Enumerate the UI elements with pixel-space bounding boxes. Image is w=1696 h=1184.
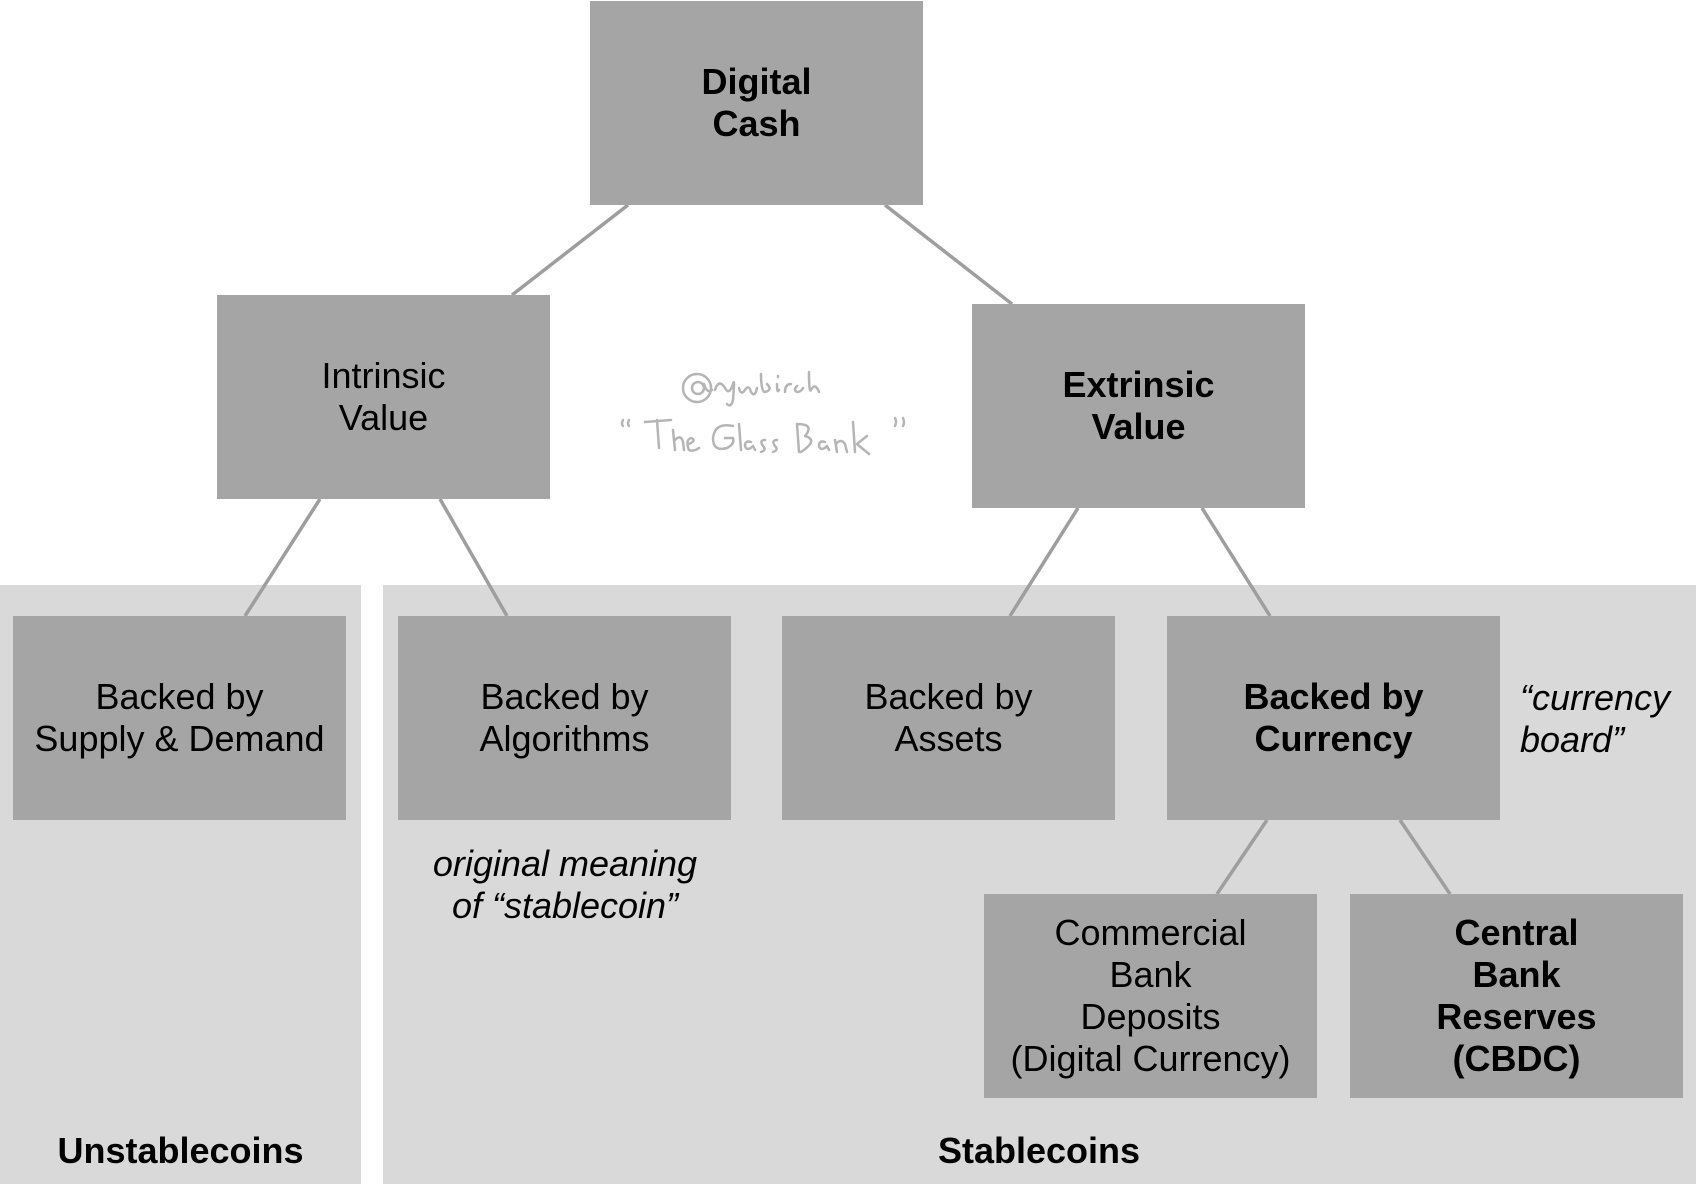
connector-currency-commercial [1215,819,1269,895]
note-original-meaning: original meaning of “stablecoin” [432,843,698,926]
connector-intrinsic-algorithms [438,498,509,617]
connector-digital-cash-extrinsic [883,203,1014,306]
node-digital-cash: Digital Cash [590,1,923,205]
note-currency-board: “currency board” [1520,677,1671,760]
node-backed-by-currency: Backed by Currency [1167,616,1500,820]
handwritten-signature [620,370,906,456]
connector-extrinsic-assets [1008,507,1080,617]
connector-digital-cash-intrinsic [510,203,630,297]
node-backed-by-assets: Backed by Assets [782,616,1115,820]
label-stablecoins: Stablecoins [937,1130,1141,1171]
node-intrinsic-value: Intrinsic Value [217,295,550,499]
node-central-bank-reserves: Central Bank Reserves (CBDC) [1350,894,1683,1098]
node-backed-by-supply-demand: Backed by Supply & Demand [13,616,346,820]
label-unstablecoins: Unstablecoins [57,1130,304,1171]
node-commercial-bank-deposits: Commercial Bank Deposits (Digital Curren… [984,894,1317,1098]
connector-extrinsic-currency [1200,507,1272,617]
node-backed-by-algorithms: Backed by Algorithms [398,616,731,820]
node-extrinsic-value: Extrinsic Value [972,304,1305,508]
connector-currency-central [1398,819,1452,895]
connector-intrinsic-supply-demand [243,498,322,617]
